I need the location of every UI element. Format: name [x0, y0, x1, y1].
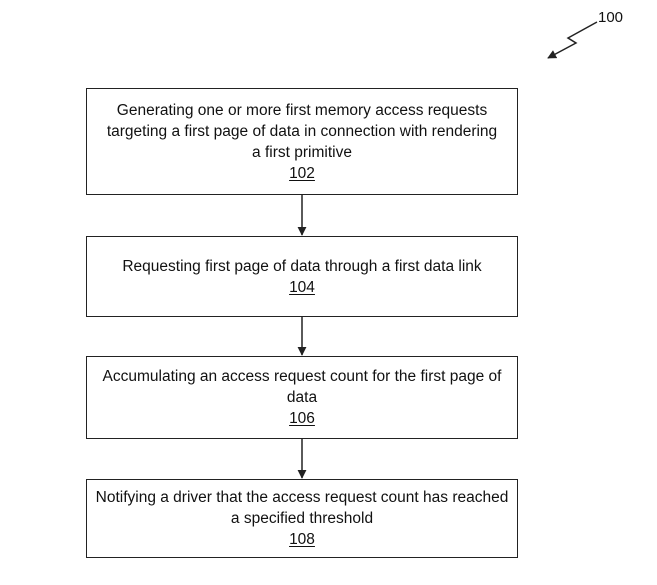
step-reference-number: 104 [289, 278, 315, 296]
step-text: Generating one or more first memory acce… [106, 101, 498, 161]
step-box-generating-requests: Generating one or more first memory acce… [86, 88, 518, 195]
figure-reference-leader [547, 21, 598, 59]
step-text: Accumulating an access request count for… [102, 368, 502, 406]
step-reference-number: 102 [289, 164, 315, 182]
step-box-accumulating-count: Accumulating an access request count for… [86, 356, 518, 439]
step-text: Notifying a driver that the access reque… [95, 489, 509, 527]
step-box-requesting-page: Requesting first page of data through a … [86, 236, 518, 317]
step-reference-number: 108 [289, 531, 315, 548]
figure-reference-label: 100 [598, 9, 624, 26]
step-reference-number: 106 [289, 410, 315, 427]
step-text: Requesting first page of data through a … [122, 257, 482, 275]
step-box-notifying-driver: Notifying a driver that the access reque… [86, 479, 518, 558]
